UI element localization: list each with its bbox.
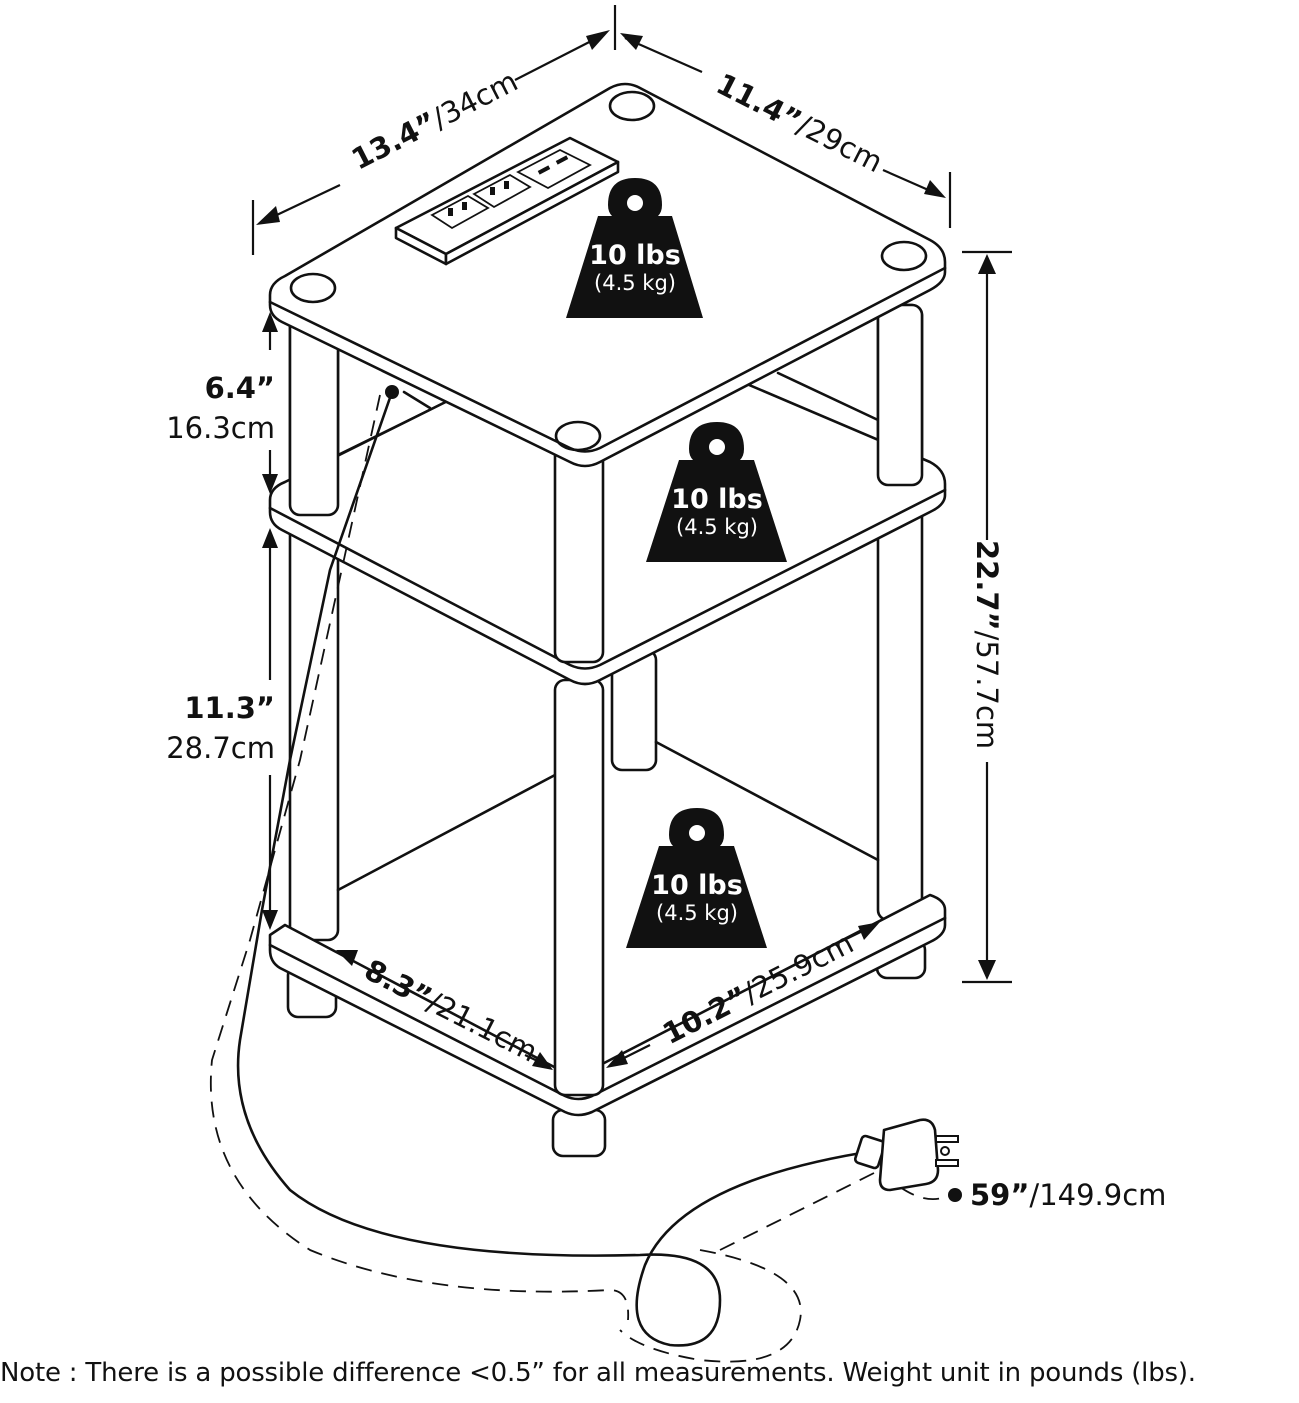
weight-sublabel-middle: (4.5 kg) (676, 515, 758, 539)
grommet (554, 420, 602, 452)
cord-imperial: 59” (970, 1178, 1029, 1212)
grommet (608, 90, 656, 122)
height-imperial: 22.7” (970, 540, 1004, 631)
lower-gap-metric: 28.7cm (166, 731, 275, 765)
weight-sublabel-top: (4.5 kg) (594, 271, 676, 295)
weight-label-middle: 10 lbs (671, 484, 763, 515)
grommet (289, 272, 337, 304)
grommet (880, 240, 928, 272)
front-leg-lower (553, 678, 605, 1097)
upper-legs (288, 303, 924, 664)
width-metric: /29cm (792, 108, 888, 180)
usb-port-icon (516, 148, 592, 190)
svg-text:22.7”/57.7cm: 22.7”/57.7cm (970, 540, 1004, 749)
cord-metric: /149.9cm (1029, 1178, 1166, 1212)
depth-metric: /34cm (427, 64, 523, 136)
power-outlet-icon (430, 194, 490, 230)
weight-icon: 10 lbs (4.5 kg) (626, 808, 767, 948)
power-strip (394, 136, 620, 266)
foot-front (551, 1108, 607, 1158)
right-leg-lower (876, 498, 924, 922)
cord-length-marker (948, 1188, 962, 1202)
width-imperial: 11.4” (711, 67, 807, 138)
svg-text:59”/149.9cm: 59”/149.9cm (970, 1178, 1166, 1212)
lower-gap-imperial: 11.3” (184, 691, 275, 725)
weight-sublabel-bottom: (4.5 kg) (656, 901, 738, 925)
depth-imperial: 13.4” (346, 105, 442, 176)
height-metric: /57.7cm (970, 631, 1004, 750)
power-outlet-icon (472, 173, 532, 209)
weight-icon: 10 lbs (4.5 kg) (566, 178, 703, 318)
top-gap-imperial: 6.4” (205, 371, 275, 405)
power-cord (210, 385, 951, 1363)
power-plug-icon (854, 1118, 959, 1192)
weight-label-bottom: 10 lbs (651, 870, 743, 901)
weight-icon: 10 lbs (4.5 kg) (646, 422, 787, 562)
measurement-note: Note : There is a possible difference <0… (0, 1358, 1196, 1388)
top-gap-metric: 16.3cm (166, 411, 275, 445)
weight-label-top: 10 lbs (589, 240, 681, 271)
